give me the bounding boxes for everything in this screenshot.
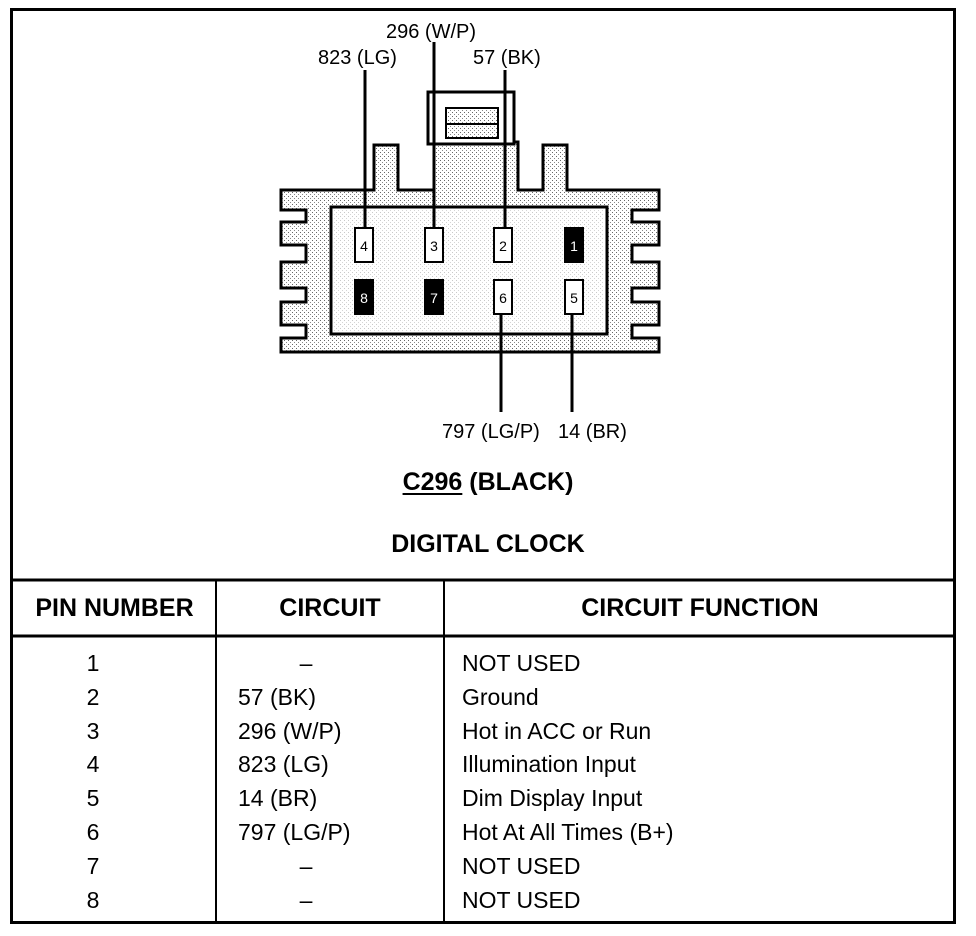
row-circuit-function: NOT USED [462,887,581,913]
wire-label-pin5: 14 (BR) [558,421,627,443]
row-circuit: 797 (LG/P) [238,819,351,845]
cavity-pin-2: 2 [493,227,513,263]
wire-label-pin3: 296 (W/P) [386,21,477,43]
row-circuit-function: Dim Display Input [462,785,643,811]
row-pin-number: 3 [86,718,100,744]
cavity-pin-3: 3 [424,227,444,263]
cavity-number: 5 [570,290,578,306]
row-pin-number: 5 [86,785,100,811]
cavity-number: 1 [570,238,578,254]
row-circuit-function: Hot in ACC or Run [462,718,652,744]
cavity-pin-4: 4 [354,227,374,263]
cavity-pin-1: 1 [564,227,584,263]
row-circuit: – [299,853,313,879]
header-circuit: CIRCUIT [279,594,381,622]
row-circuit-function: NOT USED [462,853,581,879]
row-pin-number: 8 [86,887,100,913]
component-title: DIGITAL CLOCK [391,530,585,558]
row-pin-number: 6 [86,819,100,845]
cavity-number: 2 [499,238,507,254]
row-circuit: – [299,887,313,913]
diagram-frame [10,8,956,924]
cavity-number: 7 [430,290,438,306]
row-pin-number: 1 [86,650,100,676]
pin-cavities: 4 3 2 1 8 7 6 5 [354,227,584,315]
row-circuit: – [299,650,313,676]
cavity-pin-7: 7 [424,279,444,315]
header-pin-number: PIN NUMBER [35,594,194,622]
cavity-pin-6: 6 [493,279,513,315]
wire-label-pin2: 57 (BK) [473,47,541,69]
connector-housing [279,90,661,354]
row-pin-number: 2 [86,684,100,710]
connector-id: C296 [402,468,463,496]
connector-color: (BLACK) [469,468,574,496]
row-circuit-function: Illumination Input [462,751,636,777]
cavity-number: 4 [360,238,368,254]
row-circuit: 823 (LG) [238,751,329,777]
row-circuit: 296 (W/P) [238,718,342,744]
cavity-pin-5: 5 [564,279,584,315]
cavity-number: 6 [499,290,507,306]
cavity-pin-8: 8 [354,279,374,315]
row-pin-number: 7 [86,853,100,879]
wire-leads [363,42,574,412]
row-circuit: 14 (BR) [238,785,318,811]
header-circuit-function: CIRCUIT FUNCTION [581,594,819,622]
wire-label-pin6: 797 (LG/P) [442,421,540,443]
cavity-number: 8 [360,290,368,306]
wire-label-pin4: 823 (LG) [318,47,397,69]
row-pin-number: 4 [86,751,100,777]
cavity-number: 3 [430,238,438,254]
table-grid [10,578,956,924]
row-circuit-function: Ground [462,684,539,710]
row-circuit-function: NOT USED [462,650,581,676]
row-circuit: 57 (BK) [238,684,316,710]
connector-title: C296 (BLACK) [0,470,976,495]
row-circuit-function: Hot At All Times (B+) [462,819,674,845]
